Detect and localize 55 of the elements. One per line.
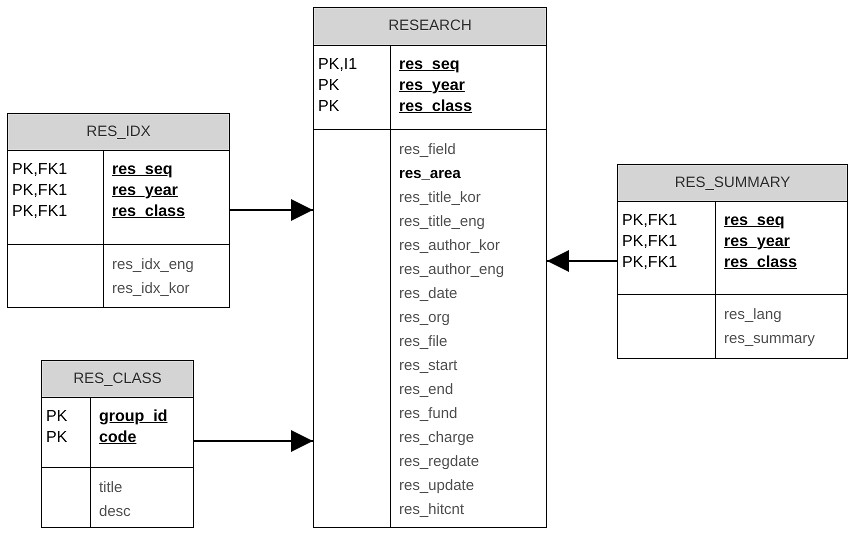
- entity-table: [313, 7, 547, 528]
- key-marker: PK,FK1: [622, 253, 678, 273]
- attribute-field: res_org: [399, 306, 450, 330]
- attribute-field: res_author_kor: [399, 234, 500, 258]
- attribute-field: res_hitcnt: [399, 498, 464, 522]
- key-field: group_id: [99, 406, 168, 427]
- key-field: res_class: [112, 201, 185, 222]
- attribute-field: res_start: [399, 354, 458, 378]
- attribute-field: res_summary: [724, 327, 815, 351]
- attribute-field: res_regdate: [399, 450, 480, 474]
- key-field: res_seq: [112, 159, 172, 180]
- table-title: RESEARCH: [388, 16, 472, 36]
- attribute-field: res_author_eng: [399, 258, 504, 282]
- key-field: res_seq: [399, 54, 460, 75]
- key-marker: PK,I1: [318, 55, 358, 75]
- key-marker: PK: [318, 97, 340, 117]
- arrow: [194, 430, 313, 452]
- table-title: RES_CLASS: [73, 368, 162, 389]
- key-field: res_class: [399, 96, 472, 117]
- attribute-field: res_idx_eng: [112, 253, 194, 277]
- key-marker: PK,FK1: [12, 202, 68, 222]
- arrow: [547, 250, 617, 272]
- entity-table: [7, 113, 230, 308]
- key-marker: PK,FK1: [622, 232, 678, 252]
- attribute-field: res_file: [399, 330, 448, 354]
- key-field: res_year: [399, 75, 465, 96]
- attribute-field: res_idx_kor: [112, 277, 190, 301]
- entity-table: [41, 360, 194, 528]
- key-marker: PK: [318, 76, 340, 96]
- key-field: res_class: [724, 252, 797, 273]
- attribute-field: desc: [99, 500, 131, 524]
- key-marker: PK: [46, 407, 68, 427]
- attribute-field: res_end: [399, 378, 454, 402]
- key-field: res_seq: [724, 210, 784, 231]
- key-marker: PK: [46, 428, 68, 448]
- arrow: [230, 199, 313, 221]
- attribute-field: title: [99, 476, 122, 500]
- table-title: RES_SUMMARY: [674, 172, 790, 193]
- key-field: code: [99, 427, 136, 448]
- attribute-field: res_title_eng: [399, 210, 485, 234]
- attribute-field: res_field: [399, 138, 456, 162]
- attribute-field: res_charge: [399, 426, 474, 450]
- table-title: RES_IDX: [86, 122, 151, 142]
- attribute-field: res_update: [399, 474, 474, 498]
- entity-table: [617, 164, 848, 359]
- key-field: res_year: [112, 180, 178, 201]
- attribute-field: res_date: [399, 282, 458, 306]
- key-field: res_year: [724, 231, 790, 252]
- attribute-field: res_fund: [399, 402, 458, 426]
- key-marker: PK,FK1: [622, 211, 678, 231]
- key-marker: PK,FK1: [12, 160, 68, 180]
- attribute-field: res_title_kor: [399, 186, 481, 210]
- attribute-field: res_area: [399, 162, 461, 186]
- attribute-field: res_lang: [724, 303, 782, 327]
- key-marker: PK,FK1: [12, 181, 68, 201]
